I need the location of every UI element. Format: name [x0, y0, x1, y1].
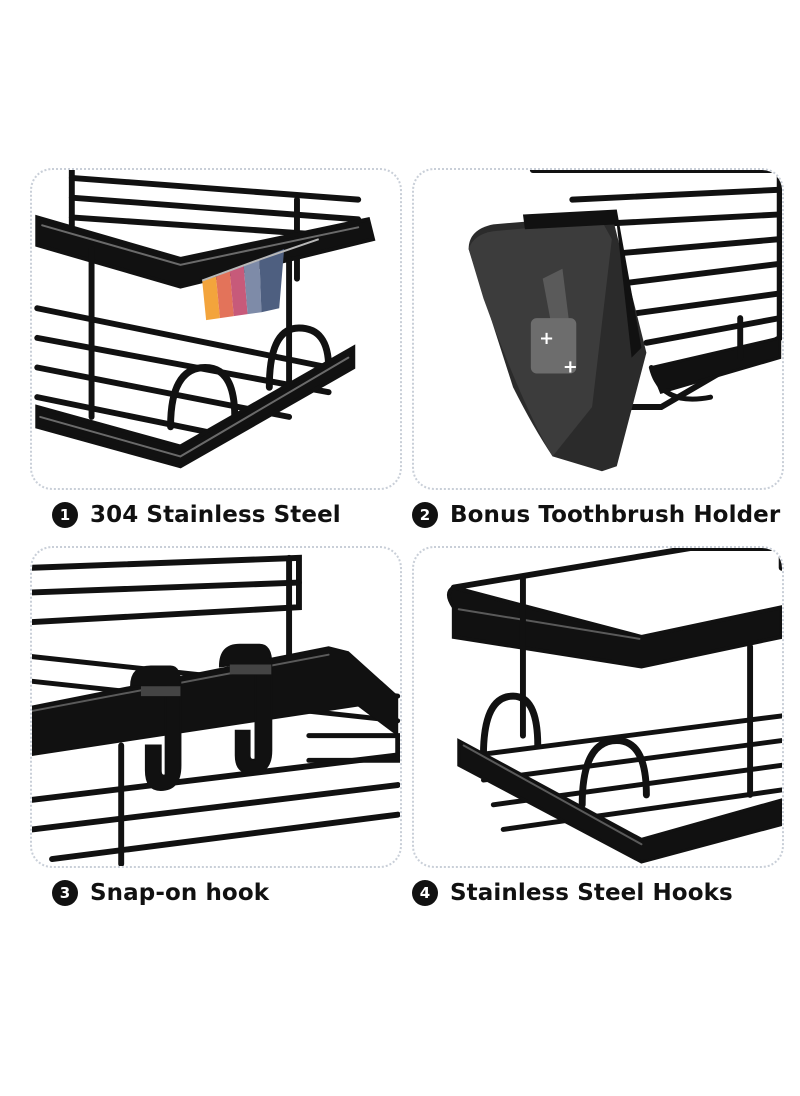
feature-image-stainless-steel-hooks	[412, 546, 784, 868]
feature-label: 304 Stainless Steel	[90, 502, 341, 528]
feature-label: Stainless Steel Hooks	[450, 880, 733, 906]
feature-label: Bonus Toothbrush Holder	[450, 502, 781, 528]
feature-caption-3: 3 Snap-on hook	[52, 875, 269, 911]
svg-text:+: +	[563, 357, 578, 377]
feature-image-toothbrush-holder: + +	[412, 168, 784, 490]
feature-number-badge: 2	[412, 502, 438, 528]
feature-caption-1: 1 304 Stainless Steel	[52, 497, 341, 533]
feature-image-stainless-steel	[30, 168, 402, 490]
rack-hooks-illustration	[446, 548, 782, 864]
svg-text:+: +	[539, 329, 554, 349]
feature-caption-4: 4 Stainless Steel Hooks	[412, 875, 733, 911]
feature-number-badge: 4	[412, 880, 438, 906]
feature-image-snap-on-hook	[30, 546, 402, 868]
hook-pair	[130, 643, 273, 791]
feature-number-badge: 1	[52, 502, 78, 528]
feature-caption-2: 2 Bonus Toothbrush Holder	[412, 497, 780, 533]
feature-label: Snap-on hook	[90, 880, 270, 906]
toothbrush-holder-illustration: + +	[468, 170, 782, 472]
cloth-strips	[201, 238, 320, 321]
rack-with-cloth-illustration	[34, 170, 376, 469]
toothbrush-cup: + +	[468, 209, 647, 472]
feature-number-badge: 3	[52, 880, 78, 906]
snap-on-hook-illustration	[32, 554, 400, 866]
